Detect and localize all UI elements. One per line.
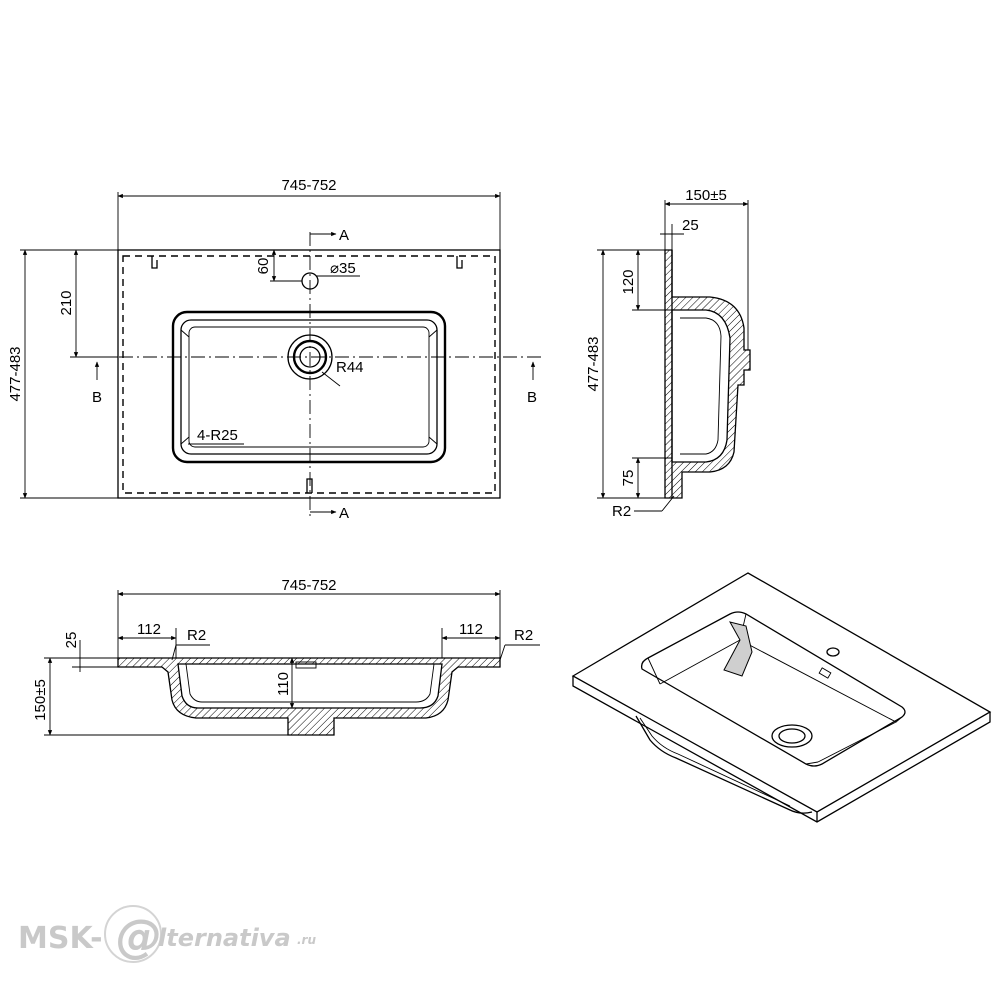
slab-outline <box>117 249 501 499</box>
front-width-label: 745-752 <box>281 577 336 594</box>
iso-bowl-floor-edge <box>659 639 897 763</box>
side-height-label: 150±5 <box>685 187 727 204</box>
watermark-at-circle <box>104 905 162 963</box>
front-bowl-inner <box>185 663 435 703</box>
side-bowl-inner <box>680 317 722 455</box>
section-a-bottom-label: A <box>339 505 349 522</box>
section-a-top-label: A <box>339 227 349 244</box>
iso-overflow-slot <box>818 667 832 679</box>
side-depth-label: 477-483 <box>585 336 602 391</box>
underside-dashed-outline <box>122 255 496 494</box>
drain-radius-leader <box>321 371 341 387</box>
front-left-rim-label: 112 <box>137 621 161 638</box>
iso-drain-outer <box>771 724 813 748</box>
bowl-floor <box>188 326 430 448</box>
side-radius-label: R2 <box>612 503 631 520</box>
side-rim-label: 25 <box>682 217 699 234</box>
iso-bowl-underside <box>635 715 813 814</box>
front-right-radius-leader <box>499 644 506 661</box>
iso-tap-hole <box>826 647 840 657</box>
front-section-profile <box>117 657 501 736</box>
iso-slab-edge <box>572 676 991 823</box>
front-bowl-depth-label: 110 <box>275 672 292 696</box>
front-right-rim-label: 112 <box>459 621 483 638</box>
front-section-view: 745-752 112 R2 112 R2 25 150±5 110 <box>32 577 540 736</box>
bowl-outer <box>171 310 447 464</box>
side-front-label: 75 <box>620 470 637 487</box>
tap-offset-label: 210 <box>58 290 75 315</box>
front-left-radius-label: R2 <box>187 627 206 644</box>
watermark-at-symbol: @ <box>116 909 162 963</box>
top-depth-label: 477-483 <box>7 346 24 401</box>
front-left-radius-leader <box>171 644 177 661</box>
front-right-radius-label: R2 <box>514 627 533 644</box>
side-section-view: 150±5 25 477-483 120 75 R2 <box>585 187 751 520</box>
iso-slab-top <box>571 572 992 813</box>
isometric-view <box>571 572 992 823</box>
tap-diameter-label: ⌀35 <box>330 260 356 277</box>
overflow-slot <box>295 661 317 669</box>
watermark-suffix: .ru <box>297 933 316 947</box>
side-radius-leader <box>661 495 675 512</box>
section-b-left-label: B <box>92 389 102 406</box>
bowl-corner-lines <box>180 329 438 445</box>
iso-bowl-opening <box>640 611 906 767</box>
bowl-inner <box>180 319 438 455</box>
top-view: 745-752 477-483 210 60 ⌀35 R44 4-R25 A A… <box>7 177 545 522</box>
mounting-notches <box>151 256 463 493</box>
corner-radius-label: 4-R25 <box>197 427 238 444</box>
side-section-profile <box>664 249 751 499</box>
front-rim-label: 25 <box>63 632 80 649</box>
watermark-brand: lternativa <box>158 924 291 952</box>
iso-overflow-recess <box>723 621 753 677</box>
tap-edge-label: 60 <box>255 258 272 275</box>
side-back-label: 120 <box>620 269 637 294</box>
watermark-logo: MSK- @ lternativa .ru <box>18 905 316 963</box>
drain-radius-label: R44 <box>336 359 364 376</box>
section-b-right-label: B <box>527 389 537 406</box>
watermark-prefix: MSK- <box>18 921 103 956</box>
iso-drain-inner <box>778 728 806 744</box>
front-height-label: 150±5 <box>32 679 49 721</box>
top-width-label: 745-752 <box>281 177 336 194</box>
